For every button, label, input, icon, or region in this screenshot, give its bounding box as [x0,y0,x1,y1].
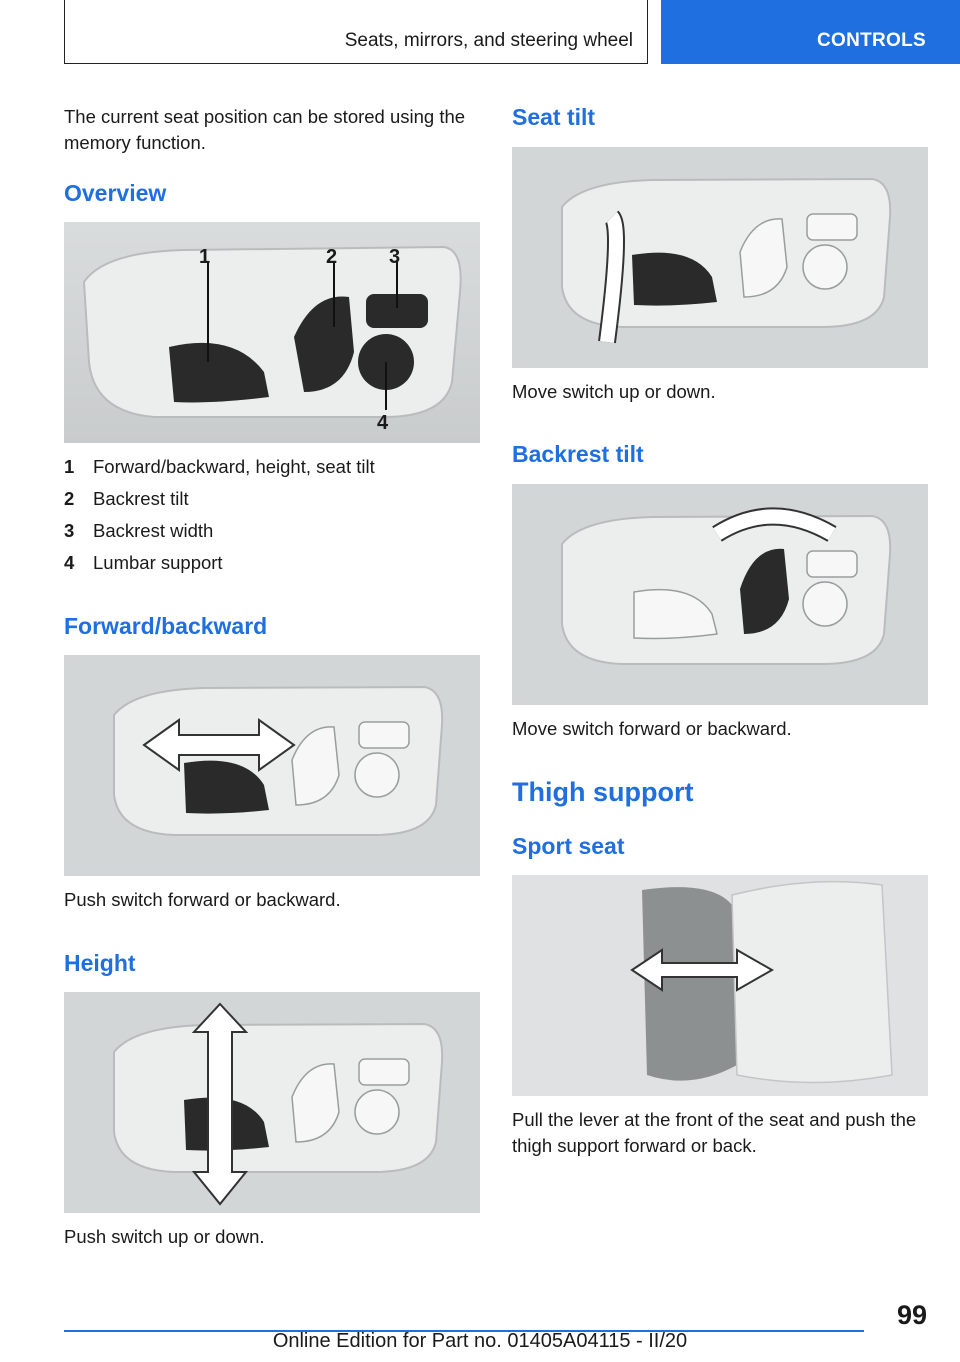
header-chapter-title: CONTROLS [816,30,926,51]
footer-edition: Online Edition for Part no. 01405A04115 … [272,1330,688,1352]
thigh-support-caption: Pull the lever at the front of the seat … [512,1109,917,1156]
header-section-box: Seats, mirrors, and steering wheel [64,0,648,64]
forward-backward-illustration [64,655,480,876]
header-chapter-tab: CONTROLS [661,0,960,64]
backrest-tilt-caption: Move switch forward or backward. [512,718,792,739]
seat-tilt-caption: Move switch up or down. [512,381,716,402]
callout-3: 3 [389,246,401,268]
intro-text: The current seat position can be stored … [64,106,466,153]
backrest-tilt-illustration [512,484,928,705]
overview-illustration: 1 2 3 4 [64,222,480,443]
height-heading: Height [64,950,136,976]
height-caption: Push switch up or down. [64,1226,265,1247]
callout-2: 2 [326,246,338,268]
footer-rule [64,1330,864,1332]
thigh-support-heading: Thigh support [512,777,694,807]
callout-4: 4 [377,412,389,434]
page-number: 99 [896,1300,927,1330]
overview-heading: Overview [64,180,167,206]
header-section-title: Seats, mirrors, and steering wheel [344,30,633,51]
backrest-tilt-heading: Backrest tilt [512,441,644,467]
callout-1: 1 [199,246,211,268]
seat-tilt-heading: Seat tilt [512,104,596,130]
seat-tilt-illustration [512,147,928,368]
sport-seat-heading: Sport seat [512,833,625,859]
forward-backward-heading: Forward/backward [64,613,268,639]
thigh-support-illustration [512,875,928,1096]
height-illustration [64,992,480,1213]
forward-backward-caption: Push switch forward or backward. [64,889,341,910]
